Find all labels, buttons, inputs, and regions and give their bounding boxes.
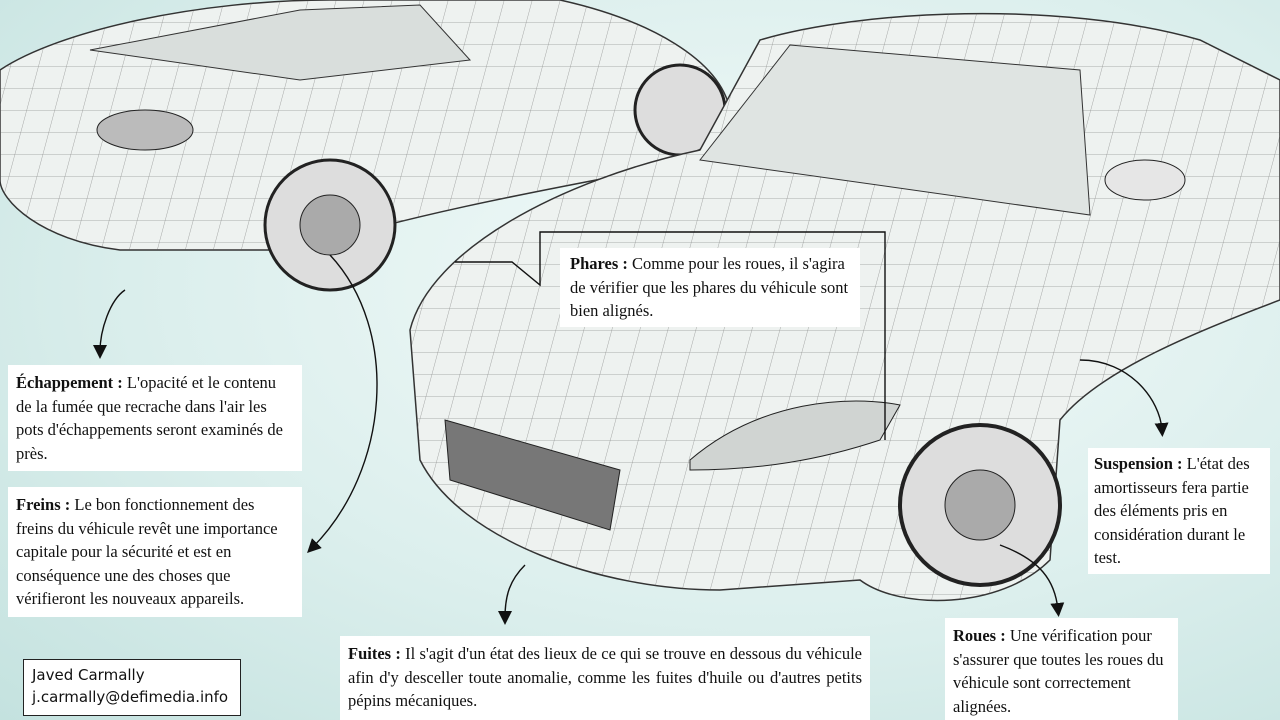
annotation-roues: Roues : Une vérification pour s'assurer …: [945, 618, 1178, 720]
annotation-suspension: Suspension : L'état des amortisseurs fer…: [1088, 448, 1270, 574]
annotation-title: Roues :: [953, 626, 1006, 645]
annotation-text: L'opacité et le contenu de la fumée que …: [16, 373, 283, 463]
annotation-text: Comme pour les roues, il s'agira de véri…: [570, 254, 849, 320]
annotation-text: Une vérification pour s'assurer que tout…: [953, 626, 1164, 716]
annotation-title: Freins :: [16, 495, 71, 514]
annotation-title: Échappement :: [16, 373, 123, 392]
annotation-title: Suspension :: [1094, 454, 1183, 473]
annotation-text: Il s'agit d'un état des lieux de ce qui …: [348, 644, 863, 710]
author-credit: Javed Carmally j.carmally@defimedia.info: [23, 659, 241, 716]
annotation-text: Le bon fonctionnement des freins du véhi…: [16, 495, 278, 608]
annotation-echappement: Échappement : L'opacité et le contenu de…: [8, 365, 302, 471]
author-email[interactable]: j.carmally@defimedia.info: [32, 688, 229, 706]
rear-car: [0, 0, 731, 292]
annotation-phares: Phares : Comme pour les roues, il s'agir…: [560, 248, 860, 327]
annotation-text: L'état des amortisseurs fera partie des …: [1094, 454, 1250, 567]
annotation-freins: Freins : Le bon fonctionnement des frein…: [8, 487, 302, 617]
annotation-fuites: Fuites : Il s'agit d'un état des lieux d…: [340, 636, 870, 720]
author-name: Javed Carmally: [32, 666, 145, 684]
annotation-title: Phares :: [570, 254, 628, 273]
annotation-title: Fuites :: [348, 644, 401, 663]
pointer-arrows: [93, 231, 1169, 625]
